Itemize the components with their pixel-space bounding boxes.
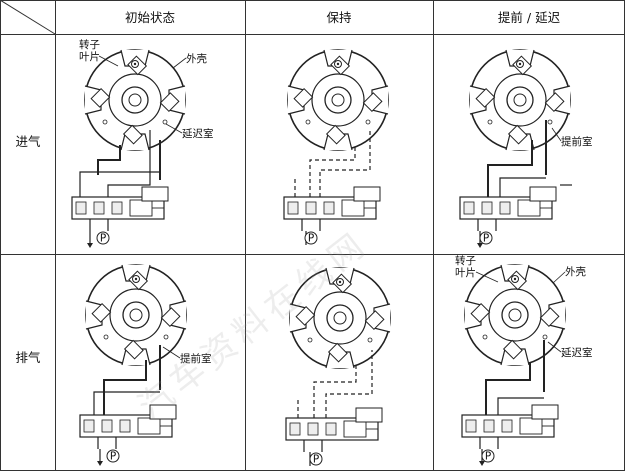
header-initial-state: 初始状态: [125, 10, 175, 25]
header-advance-retard: 提前 / 延迟: [498, 10, 561, 25]
label-advance-chamber: 提前室: [180, 352, 212, 365]
diagram-intake-hold: P: [283, 49, 389, 245]
pressure-symbol: P: [313, 454, 319, 466]
diagram-intake-initial: P 转子 叶片 外壳 延迟室: [71, 38, 214, 248]
row-label-exhaust: 排气: [15, 350, 41, 365]
diagram-intake-advance-retard: P 提前室: [459, 49, 593, 248]
header-hold: 保持: [326, 10, 351, 25]
pressure-symbol: P: [483, 233, 489, 245]
diagram-exhaust-initial: P 提前室: [79, 264, 212, 466]
label-retard-chamber: 延迟室: [182, 127, 214, 140]
diagram-exhaust-hold: P: [285, 267, 391, 466]
label-vane: 叶片: [455, 266, 476, 279]
label-advance-chamber: 提前室: [561, 135, 593, 148]
pressure-symbol: P: [100, 233, 106, 245]
row-label-intake: 进气: [15, 134, 41, 149]
diagram-exhaust-advance-retard: P 转子 叶片 外壳 延迟室: [455, 254, 593, 466]
pressure-symbol: P: [308, 233, 314, 245]
pressure-symbol: P: [110, 451, 116, 463]
label-housing: 外壳: [565, 265, 586, 278]
label-housing: 外壳: [186, 52, 207, 65]
label-vane: 叶片: [79, 50, 100, 63]
pressure-symbol: P: [485, 451, 491, 463]
label-rotor: 转子: [455, 254, 476, 267]
corner-diagonal: [0, 0, 56, 35]
label-retard-chamber: 延迟室: [561, 346, 593, 359]
label-rotor: 转子: [79, 38, 100, 51]
